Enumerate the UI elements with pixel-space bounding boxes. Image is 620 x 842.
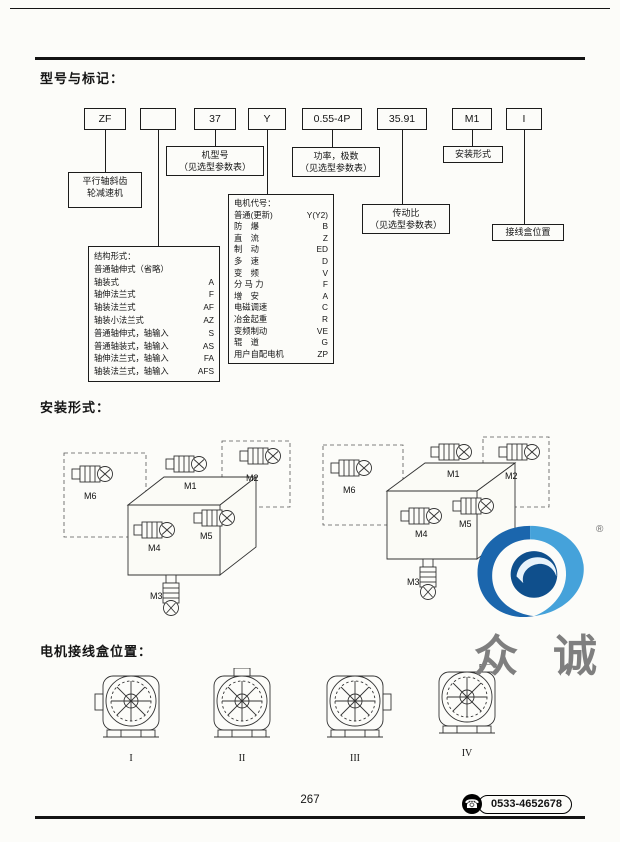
mount-label-m6: M6 — [84, 491, 97, 501]
motor-fanview-1 — [94, 675, 160, 738]
section-title-model: 型号与标记： — [40, 71, 125, 86]
mount-label-m4: M4 — [415, 529, 428, 539]
callout-frame-size: 机型号 （见选型参数表） — [166, 146, 264, 176]
mount-label-m3: M3 — [150, 591, 163, 601]
header-rule — [35, 57, 585, 60]
motor-code-row: 冶金起重 R — [234, 313, 328, 324]
brand-logo-icon — [477, 525, 584, 618]
connector-line — [267, 130, 268, 194]
structure-forms-box: 结构形式： 普通轴伸式（省略） 轴装式 A 轴伸法兰式 F — [88, 246, 220, 382]
code-box-ratio: 35.91 — [377, 108, 427, 130]
motor-icon — [330, 459, 372, 477]
phone-badge: ☎ 0533-4652678 — [462, 794, 572, 814]
motor-codes-list: 普通(更新) Y(Y2) 防 爆 B 直 流 Z 制 动 ED — [234, 210, 328, 361]
motor-icon — [419, 558, 437, 600]
mount-label-m4: M4 — [148, 543, 161, 553]
connector-line — [332, 130, 333, 147]
callout-power-poles: 功率，极数 （见选型参数表） — [292, 147, 380, 177]
motor-code-row: 变频制动 VE — [234, 325, 328, 336]
callout-reducer-type: 平行轴斜齿 轮减速机 — [68, 172, 142, 208]
structure-form-row: 轴装法兰式 AF — [94, 302, 214, 313]
code-box-structure — [140, 108, 176, 130]
junction-position-label-4: IV — [461, 748, 473, 759]
structure-form-row: 轴装法兰式，轴输入 AFS — [94, 366, 214, 377]
structure-form-row: 轴伸法兰式 F — [94, 289, 214, 300]
motor-code-row: 分 马 力 F — [234, 279, 328, 290]
connector-line — [215, 130, 216, 146]
structure-form-row: 普通轴伸式（省略） — [94, 263, 169, 274]
mount-label-m1: M1 — [447, 469, 460, 479]
code-box-motor: Y — [248, 108, 286, 130]
code-box-series: ZF — [84, 108, 126, 130]
motor-code-row: 辊 道 G — [234, 337, 328, 348]
mount-label-m2: M2 — [246, 473, 259, 483]
mount-label-m3: M3 — [407, 577, 420, 587]
motor-code-row: 增 安 A — [234, 290, 328, 301]
mount-label-m5: M5 — [459, 519, 472, 529]
mount-label-m2: M2 — [505, 471, 518, 481]
junction-position-label-1: I — [129, 753, 133, 764]
motor-code-row: 制 动 ED — [234, 244, 328, 255]
callout-mounting: 安装形式 — [443, 146, 503, 163]
code-box-power: 0.55-4P — [302, 108, 362, 130]
registered-mark: ® — [596, 524, 604, 535]
motor-fanview-2 — [213, 668, 271, 738]
connector-line — [402, 130, 403, 204]
motor-code-row: 直 流 Z — [234, 232, 328, 243]
motor-fanview-3 — [326, 675, 392, 738]
motor-icon — [239, 447, 281, 465]
footer-rule — [35, 816, 585, 819]
connector-line — [524, 130, 525, 224]
section-title-mounting: 安装形式： — [40, 400, 111, 415]
structure-forms-title: 结构形式： — [94, 251, 136, 261]
mounting-diagram-right: M6 M1 M2 M4 M5 M3 — [322, 436, 550, 600]
structure-form-row: 普通轴装式，轴输入 AS — [94, 340, 214, 351]
structure-form-row: 轴装小法兰式 AZ — [94, 314, 214, 325]
motor-icon — [165, 455, 207, 473]
code-box-mounting: M1 — [452, 108, 492, 130]
junction-box — [94, 693, 104, 711]
phone-number: 0533-4652678 — [478, 794, 572, 814]
junction-box — [233, 668, 251, 677]
mounting-diagram-left: M6 M1 M2 M4 M5 M3 — [63, 440, 291, 616]
motor-code-row: 防 爆 B — [234, 221, 328, 232]
mount-label-m5: M5 — [200, 531, 213, 541]
code-box-frame: 37 — [194, 108, 236, 130]
motor-icon — [162, 574, 180, 616]
top-rule — [10, 8, 610, 9]
motor-code-row: 变 频 V — [234, 267, 328, 278]
brand-name: 众 诚 — [474, 632, 609, 681]
motor-icon — [71, 465, 113, 483]
code-box-junction: I — [506, 108, 542, 130]
structure-forms-list: 普通轴伸式（省略） 轴装式 A 轴伸法兰式 F 轴装法兰式 AF — [94, 263, 214, 378]
motor-code-row: 多 速 D — [234, 255, 328, 266]
connector-line — [158, 130, 159, 246]
structure-form-row: 轴伸法兰式，轴输入 FA — [94, 353, 214, 364]
junction-position-label-2: II — [238, 753, 246, 764]
junction-position-label-3: III — [350, 753, 360, 764]
mount-label-m1: M1 — [184, 481, 197, 491]
motor-codes-box: 电机代号： 普通(更新) Y(Y2) 防 爆 B 直 流 Z — [228, 194, 334, 365]
structure-form-row: 轴装式 A — [94, 276, 214, 287]
section-title-junction: 电机接线盒位置： — [40, 644, 153, 659]
motor-code-row: 用户自配电机 ZP — [234, 348, 328, 359]
connector-line — [472, 130, 473, 146]
motor-icon — [430, 443, 472, 461]
junction-box — [479, 664, 497, 673]
structure-form-row: 普通轴伸式，轴输入 S — [94, 327, 214, 338]
motor-code-row: 电磁调速 C — [234, 302, 328, 313]
phone-icon: ☎ — [462, 794, 482, 814]
motor-fanview-4 — [438, 664, 497, 734]
callout-ratio: 传动比 （见选型参数表） — [362, 204, 450, 234]
callout-junction: 接线盒位置 — [492, 224, 564, 241]
motor-icon — [498, 443, 540, 461]
motor-codes-title: 电机代号： — [234, 198, 276, 208]
junction-box — [382, 693, 392, 711]
mount-label-m6: M6 — [343, 485, 356, 495]
motor-code-row: 普通(更新) Y(Y2) — [234, 209, 328, 220]
page-number: 267 — [300, 794, 320, 806]
connector-line — [105, 130, 106, 172]
